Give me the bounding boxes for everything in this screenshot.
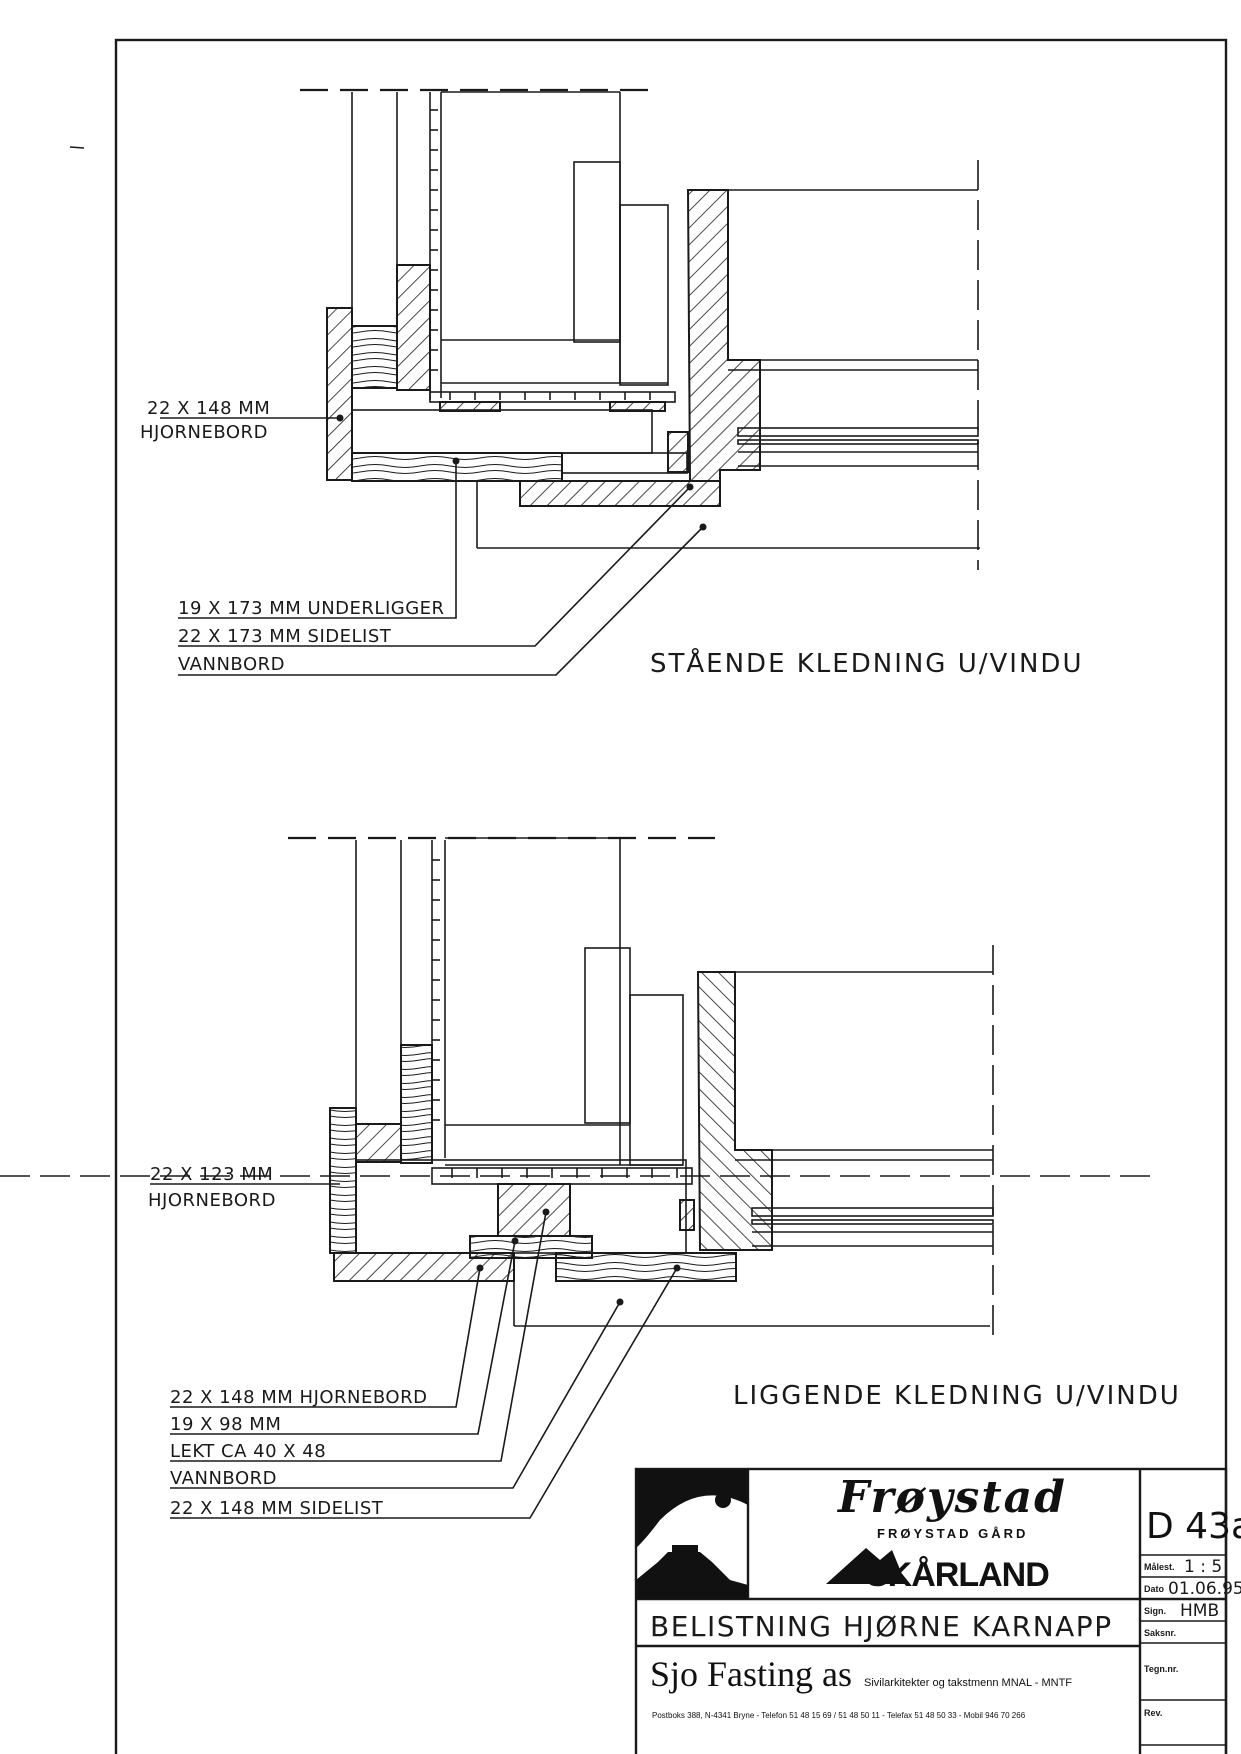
firm-desc: Sivilarkitekter og takstmenn MNAL - MNTF	[864, 1677, 1072, 1689]
firm-name: Sjo Fasting as	[650, 1654, 852, 1694]
top-detail-title: STÅENDE KLEDNING U/VINDU	[650, 647, 1083, 679]
bottom-hjornebord-name: HJORNEBORD	[148, 1190, 276, 1211]
field-label-date: Dato	[1144, 1584, 1165, 1594]
detail-top-drawing	[160, 88, 980, 676]
field-label-rev: Rev.	[1144, 1708, 1162, 1718]
bottom-detail-title: LIGGENDE KLEDNING U/VINDU	[733, 1381, 1181, 1411]
bottom-lekt-label: LEKT CA 40 X 48	[170, 1441, 326, 1462]
scan-mark	[69, 146, 85, 149]
bottom-board-98-label: 19 X 98 MM	[170, 1414, 281, 1435]
logo-sub: FRØYSTAD GÅRD	[877, 1526, 1028, 1541]
bottom-hjornebord-148-label: 22 X 148 MM HJORNEBORD	[170, 1387, 427, 1408]
bottom-board-ticks	[432, 859, 440, 1121]
bottom-hjornebord-size: 22 X 123 MM	[150, 1164, 273, 1185]
logo-name: Frøystad	[836, 1472, 1067, 1523]
top-underligger-label: 19 X 173 MM UNDERLIGGER	[178, 598, 445, 619]
field-label-scale: Målest.	[1144, 1562, 1175, 1572]
field-value-scale: 1 : 5	[1184, 1557, 1222, 1577]
top-vannbord-label: VANNBORD	[178, 654, 285, 675]
top-sidelist-label: 22 X 173 MM SIDELIST	[178, 626, 392, 647]
field-label-tegnnr: Tegn.nr.	[1144, 1664, 1178, 1674]
detail-bottom-drawing	[0, 836, 1150, 1519]
field-value-date: 01.06.95	[1168, 1579, 1241, 1599]
brand-name: SKÅRLAND	[866, 1556, 1049, 1594]
drawing-title: BELISTNING HJØRNE KARNAPP	[650, 1610, 1113, 1643]
drawing-number: D 43a	[1146, 1506, 1241, 1547]
top-hjornebord-size: 22 X 148 MM	[147, 398, 270, 419]
firm-address: Postboks 388, N-4341 Bryne - Telefon 51 …	[652, 1711, 1026, 1720]
sheet-border	[114, 38, 1228, 1754]
bottom-sidelist-label: 22 X 148 MM SIDELIST	[170, 1498, 384, 1519]
froystad-logo-picture	[636, 1469, 748, 1599]
bottom-vannbord-label: VANNBORD	[170, 1468, 277, 1489]
top-board-ticks	[430, 109, 438, 371]
brand-mountain-icon	[826, 1548, 906, 1584]
top-hjornebord-name: HJORNEBORD	[140, 422, 268, 443]
field-label-sign: Sign.	[1144, 1606, 1166, 1616]
field-label-saksnr: Saksnr.	[1144, 1628, 1176, 1638]
field-value-sign: HMB	[1180, 1601, 1219, 1621]
